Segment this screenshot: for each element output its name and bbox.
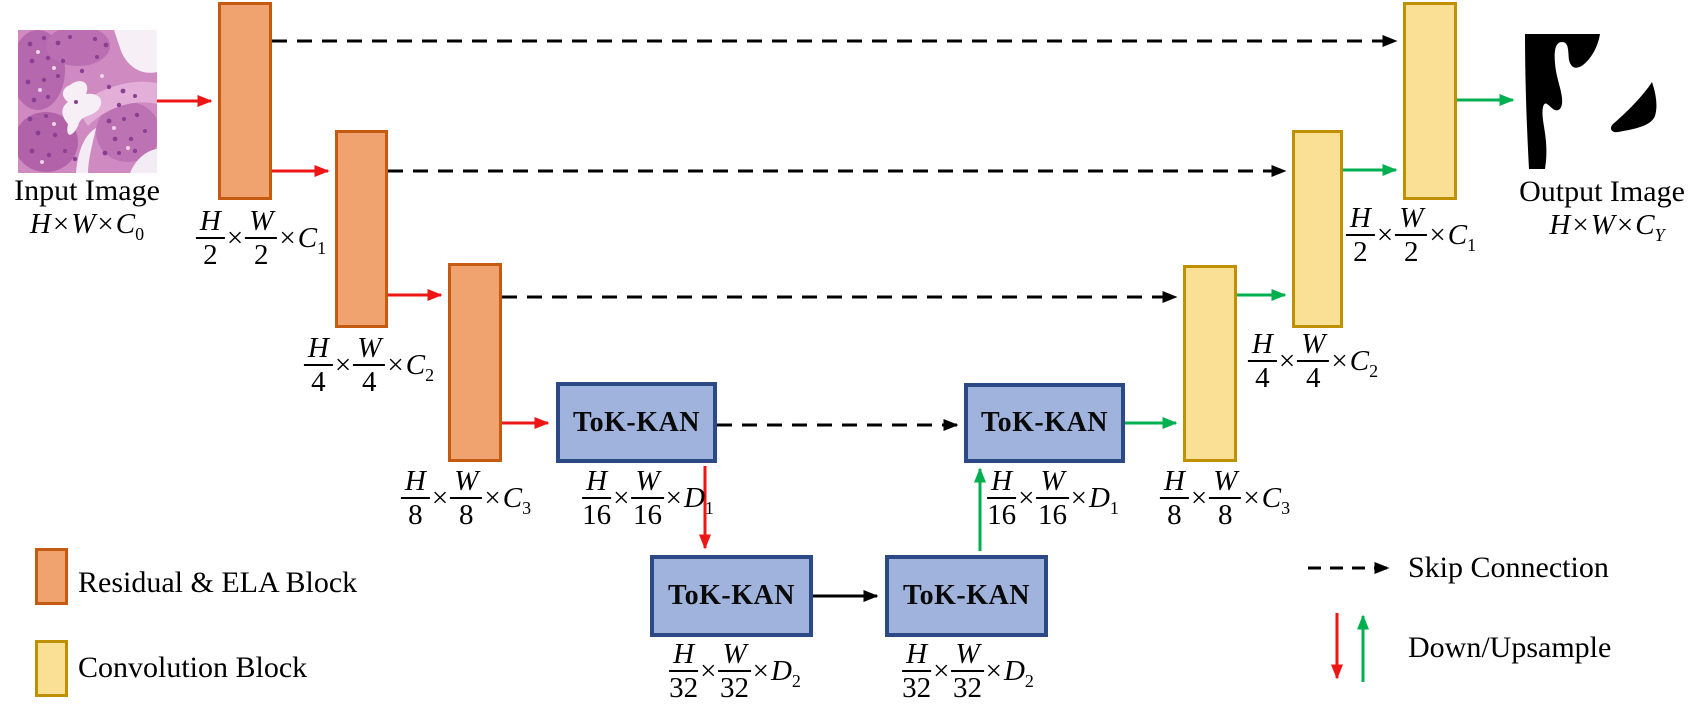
times: × bbox=[1190, 481, 1208, 514]
legend-skip-label: Skip Connection bbox=[1408, 551, 1609, 584]
input-dimensions: H×W×C0 bbox=[29, 208, 145, 244]
legend-residual-label: Residual & ELA Block bbox=[78, 566, 358, 599]
times: × bbox=[279, 221, 296, 254]
var: W bbox=[71, 208, 96, 240]
times: × bbox=[97, 208, 114, 240]
channel: C3 bbox=[502, 481, 532, 518]
times: × bbox=[1331, 344, 1348, 377]
input-image bbox=[11, 26, 160, 173]
tok-kan-label: ToK-KAN bbox=[573, 406, 700, 438]
legend-residual-swatch bbox=[35, 548, 68, 605]
channel: C0 bbox=[115, 208, 145, 244]
times: × bbox=[387, 348, 404, 381]
times: × bbox=[1376, 218, 1394, 251]
var: W bbox=[1590, 209, 1615, 241]
times: × bbox=[484, 481, 501, 514]
times: × bbox=[52, 208, 70, 240]
times: × bbox=[613, 481, 630, 514]
times: × bbox=[1243, 481, 1260, 514]
channel: C2 bbox=[1349, 344, 1379, 381]
channel: C1 bbox=[1447, 218, 1477, 255]
decoder-block-3 bbox=[1183, 265, 1237, 462]
encoder-block-3 bbox=[448, 263, 502, 462]
legend-updown-label: Down/Upsample bbox=[1408, 631, 1612, 664]
times: × bbox=[985, 654, 1002, 687]
output-dimensions: H×W×CY bbox=[1549, 209, 1665, 245]
times: × bbox=[933, 654, 950, 687]
channel: C1 bbox=[297, 221, 327, 258]
input-histology-thumbnail bbox=[11, 26, 160, 173]
tok-kan-label: ToK-KAN bbox=[903, 580, 1030, 611]
output-image bbox=[1523, 32, 1660, 170]
channel: C3 bbox=[1261, 481, 1291, 518]
times: × bbox=[1572, 209, 1589, 241]
tok-kan-bottleneck-block-1: ToK-KAN bbox=[650, 555, 813, 637]
times: × bbox=[700, 654, 717, 687]
var: H bbox=[29, 208, 51, 240]
output-mask-thumbnail bbox=[1523, 32, 1660, 170]
decoder-block-2 bbox=[1292, 130, 1343, 328]
input-image-caption: Input Image bbox=[14, 174, 160, 207]
times: × bbox=[334, 348, 352, 381]
encoder-block-1 bbox=[218, 2, 272, 200]
tok-kan-bottleneck-block-2: ToK-KAN bbox=[885, 555, 1048, 637]
times: × bbox=[431, 481, 449, 514]
times: × bbox=[1616, 209, 1634, 241]
channel: D2 bbox=[770, 654, 801, 691]
output-image-caption: Output Image bbox=[1519, 175, 1685, 208]
tok-kan-decoder-block: ToK-KAN bbox=[964, 383, 1125, 463]
times: × bbox=[226, 221, 244, 254]
times: × bbox=[1278, 344, 1296, 377]
times: × bbox=[1429, 218, 1446, 251]
channel: D2 bbox=[1003, 654, 1034, 691]
channel: CY bbox=[1635, 209, 1665, 245]
encoder-block-2 bbox=[335, 130, 388, 328]
channel: D1 bbox=[1088, 481, 1119, 518]
times: × bbox=[665, 481, 682, 514]
tok-kan-label: ToK-KAN bbox=[668, 580, 795, 611]
times: × bbox=[1018, 481, 1035, 514]
channel: D1 bbox=[683, 481, 714, 518]
decoder-block-1 bbox=[1403, 2, 1457, 200]
legend-convolution-label: Convolution Block bbox=[78, 651, 308, 684]
times: × bbox=[1070, 481, 1087, 514]
times: × bbox=[752, 654, 769, 687]
legend-convolution-swatch bbox=[35, 640, 68, 697]
tok-kan-encoder-block: ToK-KAN bbox=[556, 382, 717, 463]
channel: C2 bbox=[405, 348, 435, 385]
tok-kan-label: ToK-KAN bbox=[981, 407, 1108, 438]
var: H bbox=[1549, 209, 1571, 241]
